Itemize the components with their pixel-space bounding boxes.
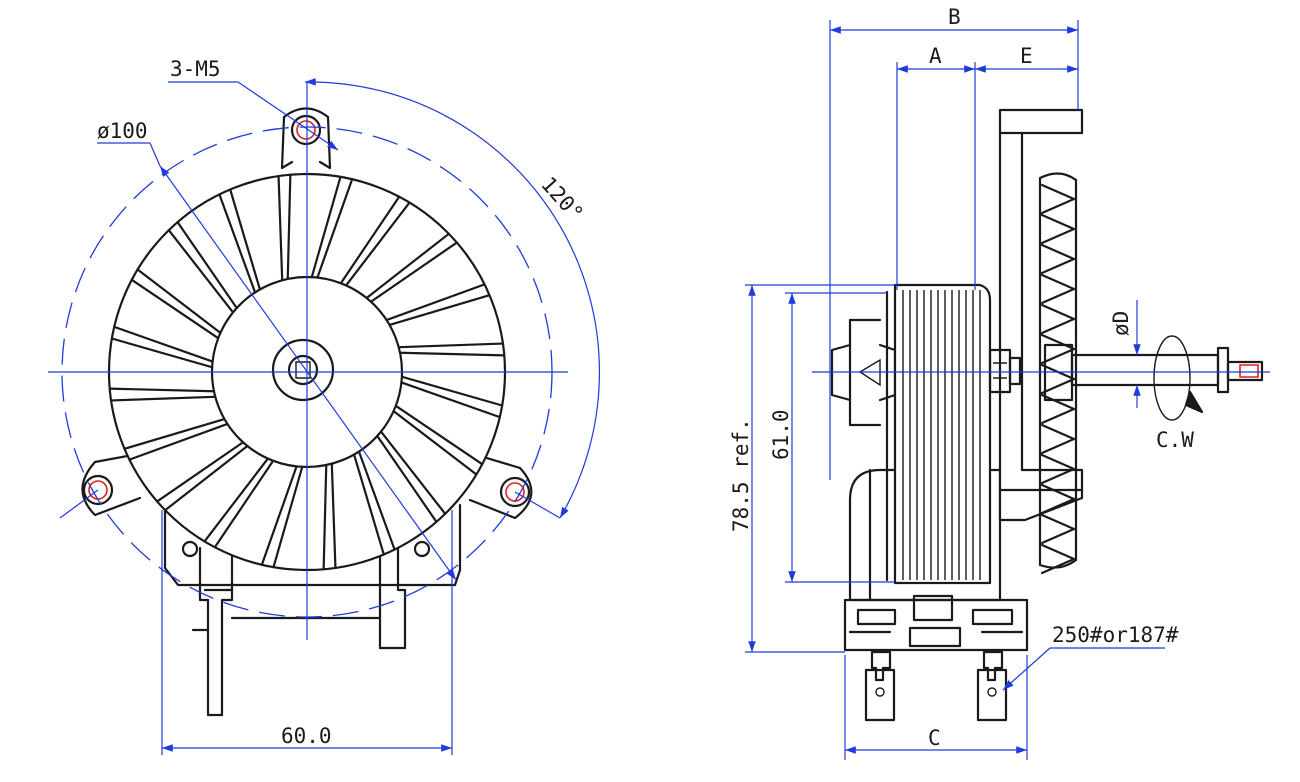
fan-side-blade xyxy=(1040,513,1076,545)
dim-c-label: C xyxy=(928,726,941,750)
shaft-diameter-label: øD xyxy=(1109,311,1133,336)
lower-housing xyxy=(848,468,1002,602)
side-view: B A E C øD C.W 78.5 ref. 61.0 250#or187# xyxy=(729,5,1270,760)
terminal-block xyxy=(843,594,1029,652)
fan-side-blade xyxy=(1040,333,1076,365)
stator-core xyxy=(885,283,992,585)
shaft xyxy=(1070,346,1264,394)
dim-a-label: A xyxy=(929,44,942,68)
dim-e-label: E xyxy=(1020,44,1033,68)
fan-side-blade xyxy=(1040,303,1076,335)
front-bracket-side xyxy=(988,108,1084,522)
width-dimension-label: 60.0 xyxy=(281,724,332,748)
mounting-ear-left xyxy=(81,448,162,517)
fan-side-blade xyxy=(1040,543,1076,575)
fan-side-blade xyxy=(1040,483,1076,515)
fan-side-blade xyxy=(1040,243,1076,275)
fan-side-blade xyxy=(1040,213,1076,245)
fan-side-blade xyxy=(1040,273,1076,305)
front-view: 3-M5 ø100 120° 60.0 xyxy=(48,57,601,755)
side-dimension-lines xyxy=(745,20,1270,760)
terminal-spec-label: 250#or187# xyxy=(1052,623,1179,647)
front-dimension-lines xyxy=(48,78,601,755)
fan-side-blade xyxy=(1040,183,1076,215)
angle-label: 120° xyxy=(536,172,588,226)
spade-terminal-right xyxy=(976,650,1008,722)
diameter-label: ø100 xyxy=(97,119,148,143)
fan-side-blade xyxy=(1040,423,1076,455)
fan-side-blade xyxy=(1040,453,1076,485)
rotation-arrow xyxy=(1153,335,1204,421)
fan-side-blade xyxy=(1040,363,1076,395)
fan-side xyxy=(1038,172,1078,575)
thread-callout-label: 3-M5 xyxy=(170,57,221,81)
height-ref-label: 78.5 ref. xyxy=(729,418,753,532)
spade-terminal-left xyxy=(864,650,896,722)
height-core-label: 61.0 xyxy=(769,409,793,460)
dim-b-label: B xyxy=(948,5,961,29)
rotation-label: C.W xyxy=(1156,428,1194,452)
